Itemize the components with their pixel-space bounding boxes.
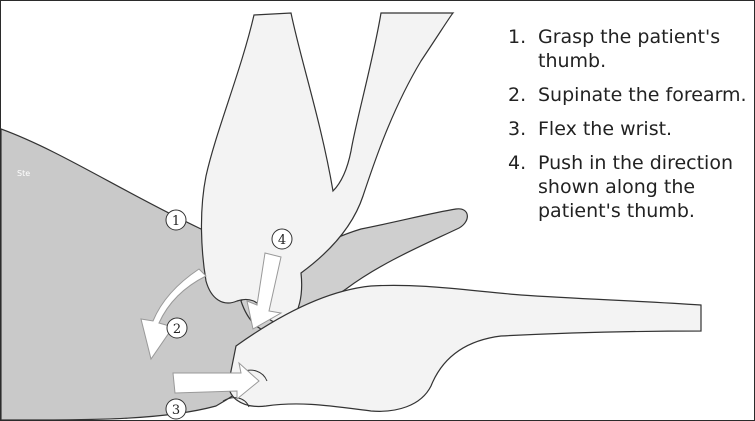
callout-1: 1 (166, 210, 186, 230)
callout-2-label: 2 (173, 322, 181, 337)
instruction-text: Grasp the patient's thumb. (538, 25, 753, 73)
watermark-text: Ste (17, 169, 30, 178)
callout-3-label: 3 (172, 403, 180, 418)
instruction-item: 3. Flex the wrist. (508, 117, 753, 141)
instruction-number: 3. (508, 117, 538, 141)
instruction-item: 2. Supinate the forearm. (508, 83, 753, 107)
instruction-list: 1. Grasp the patient's thumb. 2. Supinat… (508, 25, 753, 233)
callout-4: 4 (272, 229, 292, 249)
instruction-number: 1. (508, 25, 538, 73)
instruction-text: Supinate the forearm. (538, 83, 753, 107)
instruction-text: Push in the direction shown along the pa… (538, 151, 753, 223)
callout-3: 3 (166, 399, 186, 419)
instruction-text: Flex the wrist. (538, 117, 753, 141)
instruction-item: 4. Push in the direction shown along the… (508, 151, 753, 223)
instruction-number: 2. (508, 83, 538, 107)
callout-1-label: 1 (172, 214, 180, 229)
instruction-number: 4. (508, 151, 538, 223)
instruction-item: 1. Grasp the patient's thumb. (508, 25, 753, 73)
callout-4-label: 4 (278, 233, 286, 248)
callout-2: 2 (167, 318, 187, 338)
